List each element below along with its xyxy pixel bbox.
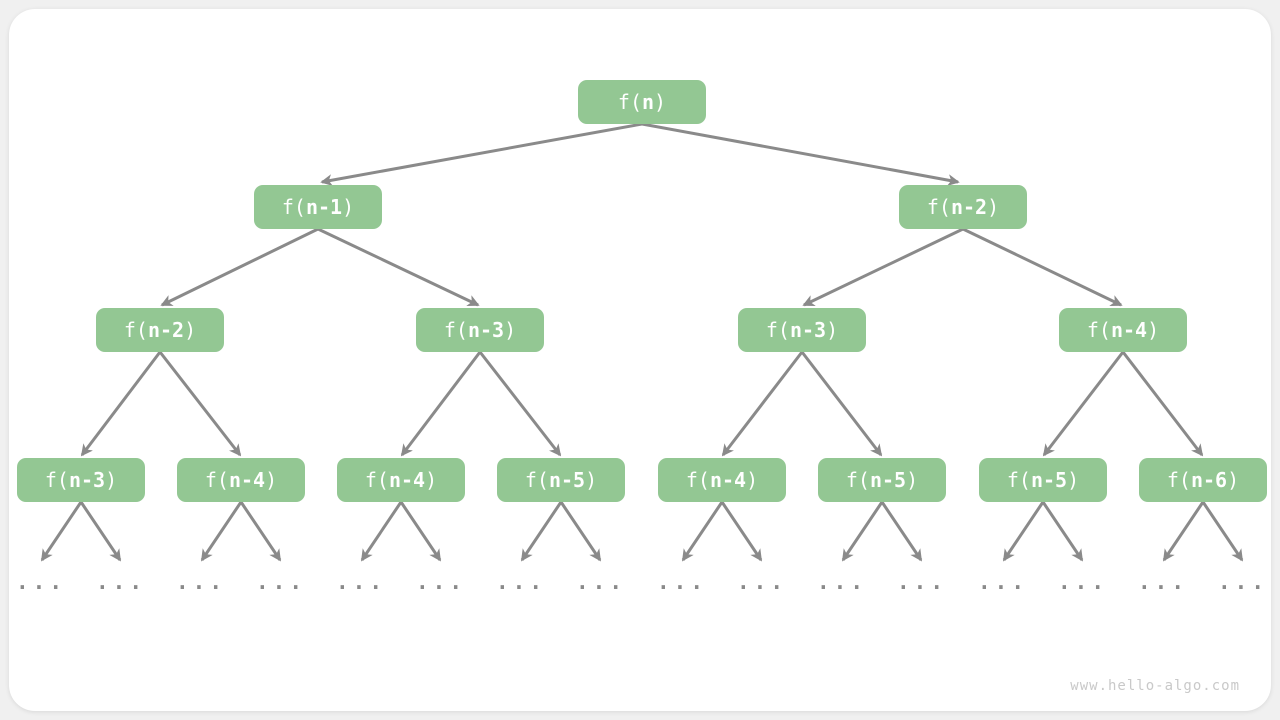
node-label-suffix: ) [342, 195, 355, 219]
node-label-suffix: ) [654, 90, 667, 114]
node-label-arg: n-2 [950, 195, 988, 219]
node-label-prefix: f( [617, 90, 642, 114]
ellipsis: ... [496, 570, 546, 594]
node-label-arg: n-4 [388, 468, 426, 492]
node-label-suffix: ) [746, 468, 759, 492]
node-label-suffix: ) [184, 318, 197, 342]
tree-node-f-n-3: f(n-3) [17, 458, 145, 502]
node-label-arg: n-3 [467, 318, 505, 342]
ellipsis: ... [576, 570, 626, 594]
tree-node-f-n-1: f(n-1) [254, 185, 382, 229]
node-label-prefix: f( [204, 468, 229, 492]
tree-node-f-n-4: f(n-4) [658, 458, 786, 502]
ellipsis: ... [1058, 570, 1108, 594]
node-label-arg: n [642, 90, 655, 114]
node-label-arg: n-5 [1030, 468, 1068, 492]
node-label-arg: n-1 [305, 195, 343, 219]
node-label-prefix: f( [524, 468, 549, 492]
tree-node-f-n-4: f(n-4) [177, 458, 305, 502]
ellipsis: ... [1138, 570, 1188, 594]
ellipsis: ... [96, 570, 146, 594]
node-label-suffix: ) [906, 468, 919, 492]
node-label-arg: n-3 [789, 318, 827, 342]
node-label-prefix: f( [685, 468, 710, 492]
ellipsis: ... [897, 570, 947, 594]
node-label-suffix: ) [585, 468, 598, 492]
watermark: www.hello-algo.com [1070, 678, 1240, 694]
node-label-suffix: ) [1227, 468, 1240, 492]
node-label-arg: n-4 [228, 468, 266, 492]
node-label-suffix: ) [1067, 468, 1080, 492]
node-label-suffix: ) [504, 318, 517, 342]
tree-node-f-n-5: f(n-5) [979, 458, 1107, 502]
node-label-suffix: ) [265, 468, 278, 492]
tree-node-f-n-5: f(n-5) [818, 458, 946, 502]
ellipsis: ... [737, 570, 787, 594]
node-label-prefix: f( [1006, 468, 1031, 492]
node-label-suffix: ) [1147, 318, 1160, 342]
node-label-arg: n-6 [1190, 468, 1228, 492]
node-label-suffix: ) [987, 195, 1000, 219]
tree-node-f-n: f(n) [578, 80, 706, 124]
node-label-arg: n-2 [147, 318, 185, 342]
node-label-arg: n-3 [68, 468, 106, 492]
tree-node-f-n-5: f(n-5) [497, 458, 625, 502]
node-label-prefix: f( [765, 318, 790, 342]
ellipsis: ... [657, 570, 707, 594]
node-label-prefix: f( [443, 318, 468, 342]
node-label-suffix: ) [425, 468, 438, 492]
node-label-prefix: f( [364, 468, 389, 492]
node-label-suffix: ) [105, 468, 118, 492]
node-label-arg: n-4 [1110, 318, 1148, 342]
ellipsis: ... [256, 570, 306, 594]
tree-node-f-n-3: f(n-3) [738, 308, 866, 352]
ellipsis: ... [817, 570, 867, 594]
node-label-prefix: f( [281, 195, 306, 219]
tree-node-f-n-4: f(n-4) [1059, 308, 1187, 352]
tree-node-f-n-2: f(n-2) [899, 185, 1027, 229]
node-label-arg: n-4 [709, 468, 747, 492]
ellipsis: ... [16, 570, 66, 594]
ellipsis: ... [978, 570, 1028, 594]
tree-node-f-n-3: f(n-3) [416, 308, 544, 352]
ellipsis: ... [1218, 570, 1268, 594]
tree-node-f-n-4: f(n-4) [337, 458, 465, 502]
tree-node-f-n-6: f(n-6) [1139, 458, 1267, 502]
node-label-prefix: f( [845, 468, 870, 492]
ellipsis: ... [336, 570, 386, 594]
ellipsis: ... [176, 570, 226, 594]
node-label-prefix: f( [1166, 468, 1191, 492]
ellipsis: ... [416, 570, 466, 594]
tree-node-f-n-2: f(n-2) [96, 308, 224, 352]
node-label-arg: n-5 [548, 468, 586, 492]
node-label-prefix: f( [926, 195, 951, 219]
node-label-suffix: ) [826, 318, 839, 342]
node-label-arg: n-5 [869, 468, 907, 492]
node-label-prefix: f( [44, 468, 69, 492]
node-label-prefix: f( [1086, 318, 1111, 342]
node-label-prefix: f( [123, 318, 148, 342]
